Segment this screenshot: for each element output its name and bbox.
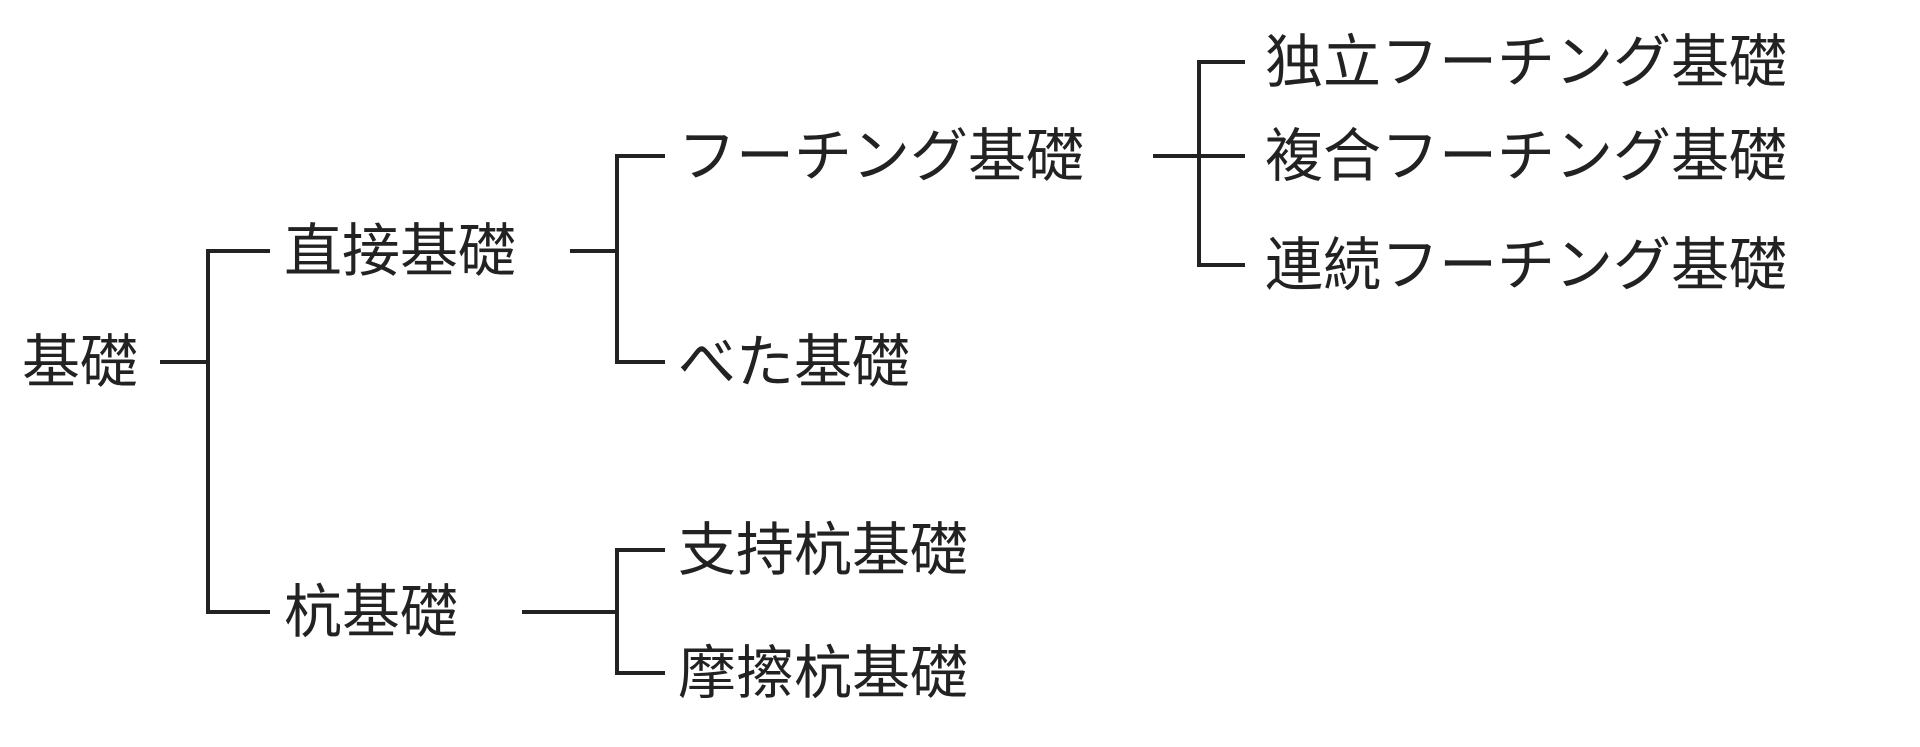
tree-connectors — [160, 60, 1245, 675]
node-foundation: 基礎 — [22, 328, 138, 396]
node-mat-foundation: べた基礎 — [678, 328, 910, 396]
node-combined-footing: 複合フーチング基礎 — [1265, 122, 1787, 190]
node-isolated-footing: 独立フーチング基礎 — [1265, 28, 1787, 96]
node-end-bearing-pile: 支持杭基礎 — [678, 516, 968, 584]
node-pile-foundation: 杭基礎 — [284, 578, 458, 646]
node-direct-foundation: 直接基礎 — [284, 217, 516, 285]
node-footing-foundation: フーチング基礎 — [678, 122, 1084, 190]
node-continuous-footing: 連続フーチング基礎 — [1265, 231, 1787, 299]
node-friction-pile: 摩擦杭基礎 — [678, 639, 968, 707]
tree-nodes: 基礎 直接基礎 杭基礎 フーチング基礎 べた基礎 独立フーチング基礎 複合フーチ… — [22, 28, 1787, 707]
